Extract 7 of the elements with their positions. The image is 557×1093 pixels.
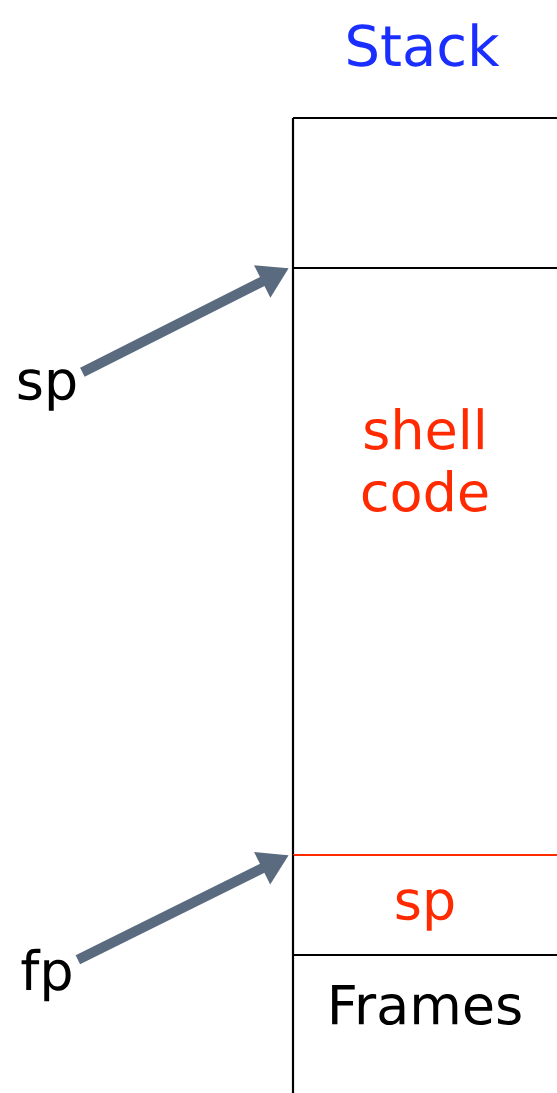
stack-cell: sp (291, 853, 557, 955)
pointer-label: fp (21, 948, 71, 1002)
stack-cell: Frames (291, 953, 557, 1093)
heading: Stack (348, 23, 500, 67)
stack-cell (291, 116, 557, 268)
pointer-label: sp (18, 369, 76, 411)
stack-cell: shell code (291, 266, 557, 855)
